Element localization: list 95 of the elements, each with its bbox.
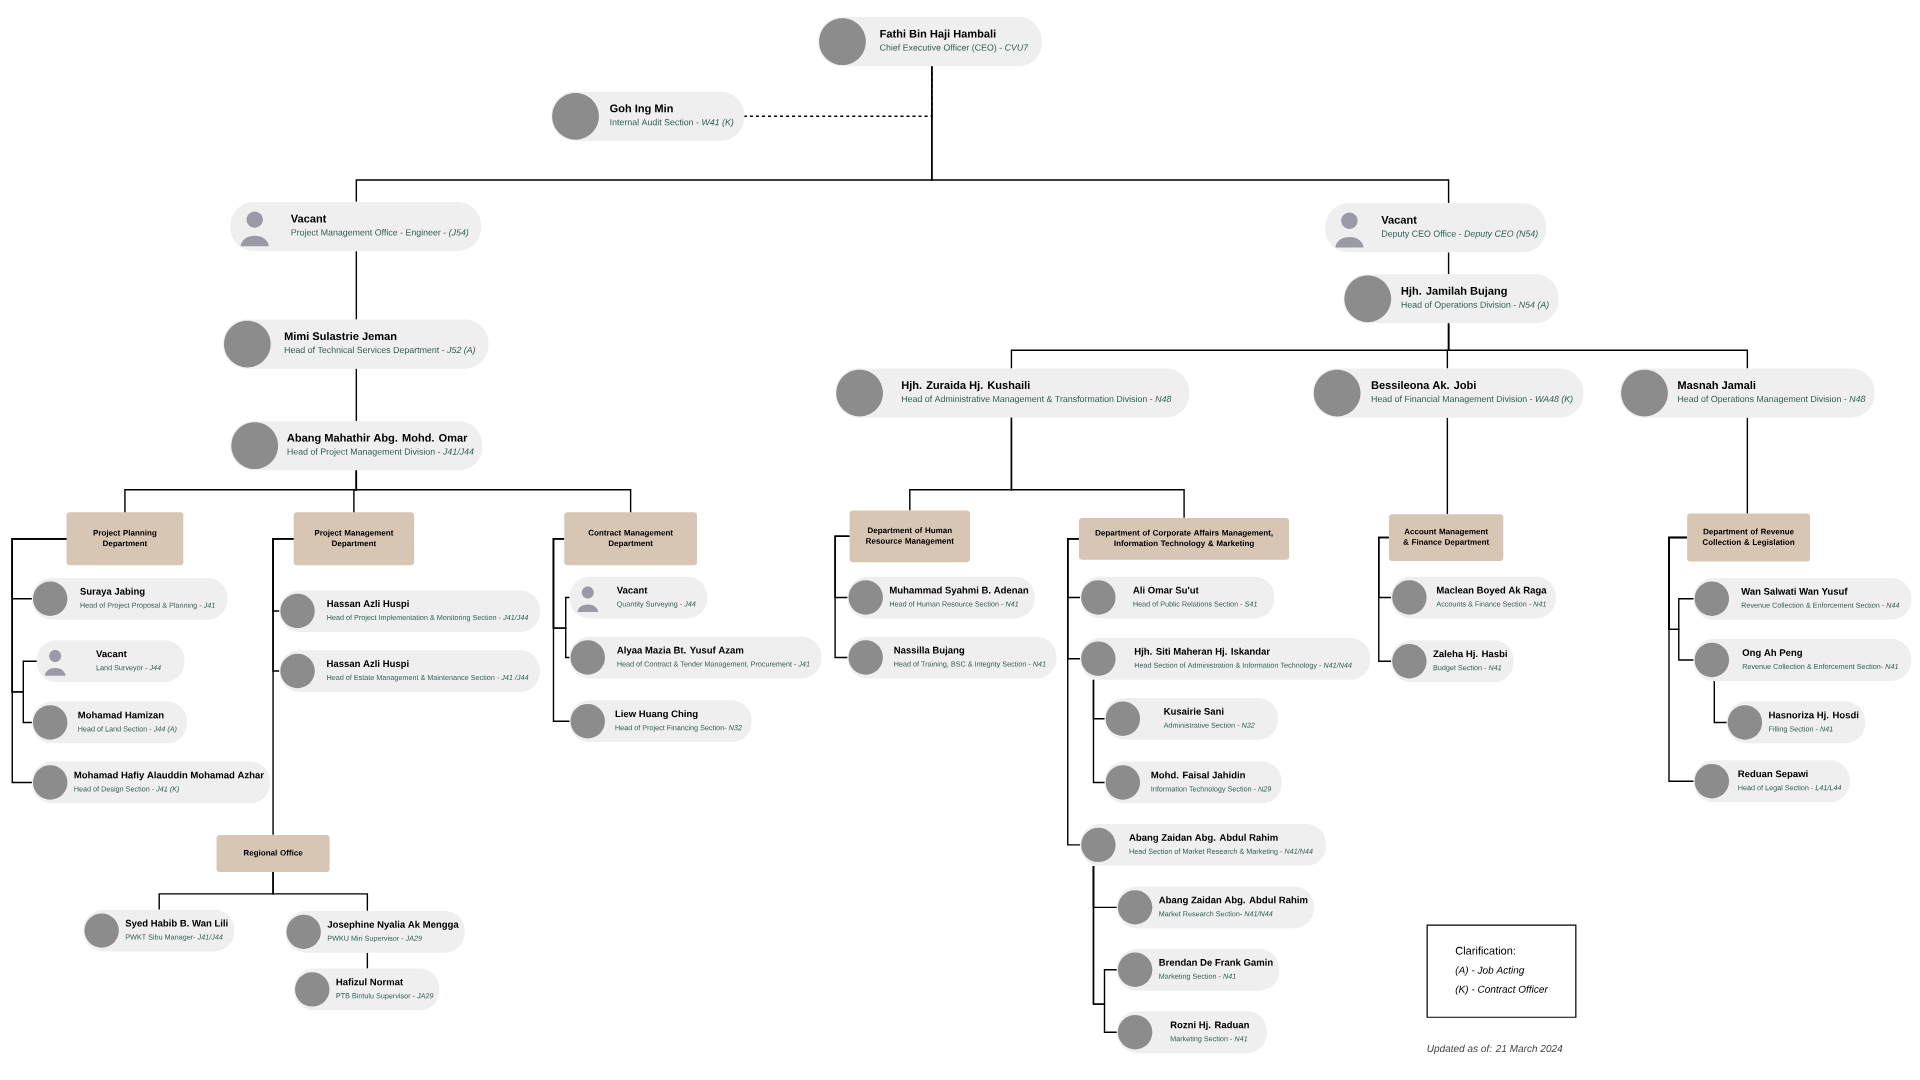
note-heading: Clarification:: [1455, 946, 1515, 955]
person-name: Hafizul Normat: [336, 978, 403, 986]
person-name: Hassan Azli Huspi: [327, 600, 409, 609]
job-title: Deputy CEO Office - Deputy CEO (N54): [1382, 230, 1538, 239]
staff-card: [1080, 824, 1326, 866]
department-box: Project Management Department: [293, 512, 415, 566]
person-name: Goh Ing Min: [610, 104, 673, 115]
department-box: Department of Revenue Collection & Legislation: [1687, 513, 1811, 562]
staff-card: [230, 201, 482, 252]
staff-card: [279, 590, 540, 632]
person-name: Mimi Sulastrie Jeman: [284, 331, 397, 341]
person-name: Mohd. Faisal Jahidin: [1151, 771, 1245, 779]
staff-card: [835, 368, 1190, 418]
connector-line: [1713, 680, 1728, 724]
connector-line: [1092, 865, 1118, 1033]
person-name: Hjh. Jamilah Bujang: [1401, 286, 1507, 297]
staff-card: [1693, 639, 1912, 681]
connector-line: [355, 250, 358, 320]
job-title: Chief Executive Officer (CEO) - CVU7: [880, 44, 1029, 53]
person-name: Fathi Bin Haji Hambali: [880, 29, 996, 40]
person-name: Kusairie Sani: [1164, 707, 1224, 715]
connector-line: [1067, 538, 1081, 846]
person-name: Hjh. Zuraida Hj. Kushaili: [902, 380, 1030, 392]
person-name: Mohamad Hafiy Alauddin Mohamad Azhar: [74, 771, 264, 781]
connector-line: [1010, 417, 1185, 519]
department-box: Project Planning Department: [66, 512, 184, 566]
person-name: Maclean Boyed Ak Raga: [1437, 586, 1547, 596]
person-name: Alyaa Mazia Bt. Yusuf Azam: [617, 646, 744, 656]
connector-line: [1446, 417, 1449, 515]
connector-line: [272, 871, 369, 912]
connector-line: [355, 469, 632, 513]
person-name: Mohamad Hamizan: [78, 711, 164, 719]
connector-line: [272, 538, 295, 836]
job-title: Internal Audit Section - W41 (K): [610, 118, 734, 128]
connector-line: [1746, 417, 1749, 515]
person-name: Ali Omar Su'ut: [1133, 586, 1199, 594]
department-box: Account Management & Finance Department: [1389, 514, 1504, 561]
department-box: Department of Corporate Affairs Management, Information Technology & Marketing: [1079, 517, 1290, 560]
connector-line: [1092, 679, 1106, 784]
staff-card: [1080, 637, 1371, 680]
person-name: Hjh. Siti Maheran Hj. Iskandar: [1134, 647, 1270, 657]
department-box: Contract Management Department: [564, 512, 697, 566]
person-name: Zaleha Hj. Hasbi: [1433, 650, 1507, 660]
connector-line: [1668, 536, 1695, 782]
staff-card: [32, 761, 271, 804]
person-name: Nassilla Bujang: [894, 646, 965, 656]
person-name: Vacant: [1381, 216, 1417, 224]
person-name: Brendan De Frank Gamin: [1159, 958, 1273, 966]
connector-line: [1447, 251, 1450, 275]
person-name: Abang Zaidan Abg. Abdul Rahim: [1158, 896, 1308, 906]
connector-line: [355, 368, 358, 422]
person-name: Suraya Jabing: [80, 587, 145, 597]
person-name: Reduan Sepawi: [1738, 770, 1808, 780]
person-name: Masnah Jamali: [1678, 380, 1756, 390]
staff-card: [1325, 203, 1547, 253]
job-title: Head of Administrative Management & Transformation Division - N48: [901, 395, 1172, 404]
connector-line: [1378, 536, 1392, 662]
connector-line: [366, 952, 369, 969]
note-line: (A) - Job Acting: [1455, 966, 1525, 976]
job-title: Head of Technical Services Department - J52 (A): [284, 346, 475, 355]
staff-card: [569, 636, 822, 679]
connector-line: [1447, 322, 1749, 369]
person-name: Rozni Hj. Raduan: [1170, 1021, 1249, 1031]
person-name: Abang Mahathir Abg. Mohd. Omar: [287, 433, 468, 444]
staff-card: [569, 576, 708, 619]
person-name: Ong Ah Peng: [1742, 648, 1802, 658]
person-name: Hasnoriza Hj. Hosdi: [1769, 711, 1859, 721]
job-title: Head of Financial Management Division - WA48 (K): [1371, 395, 1573, 404]
person-name: Vacant: [616, 586, 648, 594]
person-name: Muhammad Syahmi B. Adenan: [890, 586, 1029, 596]
job-title: Head of Operations Division - N54 (A): [1401, 301, 1549, 310]
person-name: Liew Huang Ching: [615, 710, 698, 720]
department-box: Regional Office: [216, 835, 330, 872]
person-name: Vacant: [96, 650, 127, 658]
connector-line: [11, 538, 68, 784]
person-name: Syed Habib B. Wan Lili: [125, 919, 228, 929]
person-name: Hassan Azli Huspi: [327, 660, 409, 669]
job-title: Head of Project Management Division - J41/J44: [287, 448, 474, 457]
person-name: Bessileona Ak. Jobi: [1371, 380, 1476, 390]
staff-card: [36, 640, 185, 683]
connector-line: [552, 538, 571, 722]
note-line: (K) - Contract Officer: [1455, 985, 1549, 995]
staff-card: [1693, 577, 1912, 620]
person-name: Vacant: [290, 214, 327, 223]
job-title: Head of Operations Management Division - N48: [1678, 395, 1866, 404]
clarification-box: [1426, 924, 1577, 1018]
person-name: Abang Zaidan Abg. Abdul Rahim: [1129, 833, 1278, 843]
connector-line: [834, 535, 851, 659]
job-title: Project Management Office - Engineer - (J54): [291, 229, 469, 238]
staff-card: [279, 650, 540, 692]
person-name: Wan Salwati Wan Yusuf: [1741, 587, 1848, 595]
person-name: Josephine Nyalia Ak Mengga: [327, 920, 459, 930]
update-note: Updated as of: 21 March 2024: [1427, 1044, 1563, 1055]
connector-line: [931, 65, 1450, 204]
department-box: Department of Human Resource Management: [849, 510, 971, 563]
